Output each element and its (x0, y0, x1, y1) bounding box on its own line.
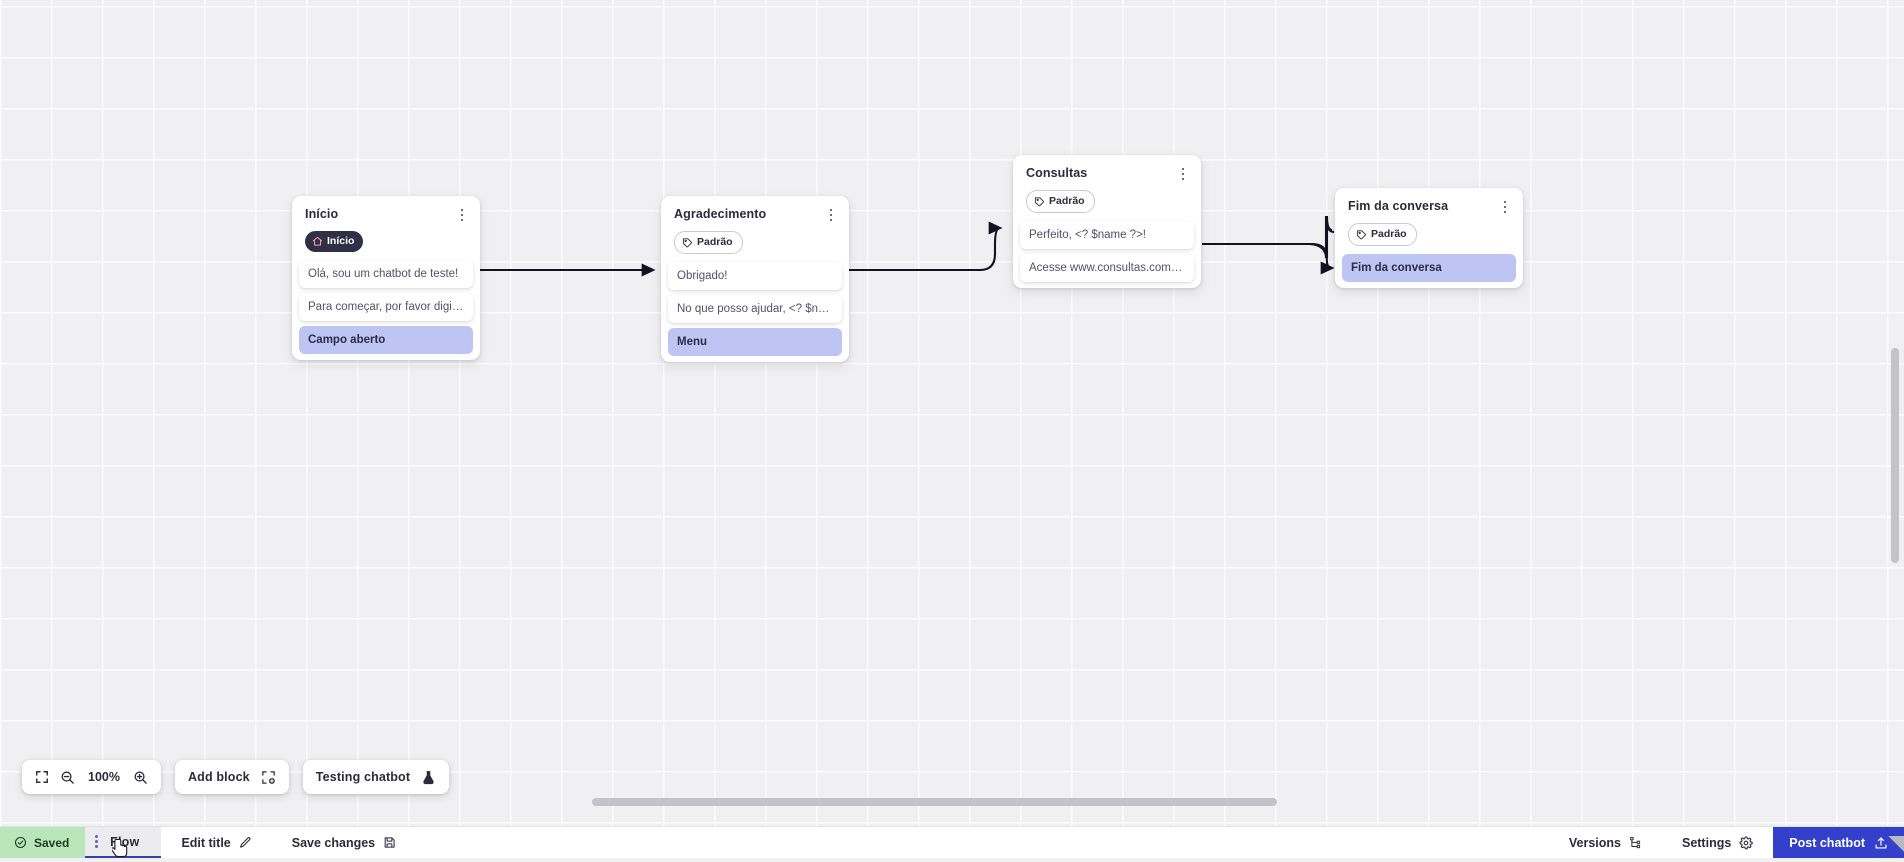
node-header: Início (292, 196, 480, 224)
node-row-message[interactable]: Obrigado! (668, 262, 842, 290)
vertical-scrollbar-thumb[interactable] (1891, 348, 1899, 563)
node-badge-row: Padrão (1335, 216, 1523, 254)
settings-button[interactable]: Settings (1662, 827, 1773, 858)
fit-screen-icon[interactable] (35, 770, 49, 784)
vertical-scrollbar[interactable] (1890, 0, 1902, 826)
add-block-icon[interactable] (261, 770, 276, 785)
node-header: Fim da conversa (1335, 188, 1523, 216)
node-title: Início (305, 207, 338, 222)
node-header: Consultas (1013, 155, 1201, 183)
node-rows: Obrigado! No que posso ajudar, <? $name … (661, 262, 849, 356)
status-badge-saved: Saved (0, 827, 85, 858)
home-icon (312, 236, 323, 247)
flow-node-fim-da-conversa[interactable]: Fim da conversa Padrão Fim da conversa (1335, 188, 1523, 288)
node-rows: Perfeito, <? $name ?>! Acesse www.consul… (1013, 221, 1201, 282)
canvas-toolbar: 100% Add block Testing chatbot (22, 760, 449, 794)
testing-chatbot-label: Testing chatbot (316, 770, 410, 784)
node-row-action[interactable]: Menu (668, 328, 842, 356)
flow-node-agradecimento[interactable]: Agradecimento Padrão Obrigado! No que po… (661, 196, 849, 362)
node-title: Consultas (1026, 166, 1087, 181)
edit-title-button[interactable]: Edit title (161, 827, 271, 858)
post-chatbot-label: Post chatbot (1789, 836, 1865, 850)
flow-canvas[interactable]: Início Início Olá, sou um chatbot de tes… (0, 0, 1904, 826)
testing-chatbot-button[interactable]: Testing chatbot (303, 760, 449, 794)
bottom-bar: Saved Flow Edit title Save changes Versi… (0, 826, 1904, 858)
node-badge-row: Início (292, 224, 480, 260)
node-badge-padrao[interactable]: Padrão (674, 231, 743, 254)
zoom-controls: 100% (22, 760, 161, 794)
floppy-disk-icon (383, 836, 396, 849)
versions-button[interactable]: Versions (1549, 827, 1662, 858)
node-menu-icon[interactable] (455, 206, 469, 224)
node-badge-label: Padrão (1049, 196, 1085, 207)
saved-label: Saved (34, 836, 69, 850)
node-header: Agradecimento (661, 196, 849, 224)
connector-consultas-fim-final (1200, 218, 1336, 260)
node-title: Fim da conversa (1348, 199, 1448, 214)
flow-node-consultas[interactable]: Consultas Padrão Perfeito, <? $name ?>! … (1013, 155, 1201, 288)
node-rows: Fim da conversa (1335, 254, 1523, 282)
tag-icon (1034, 196, 1045, 207)
zoom-level-label: 100% (86, 770, 122, 784)
tab-flow[interactable]: Flow (85, 827, 161, 858)
bottom-bar-spacer (416, 827, 1549, 858)
node-row-message[interactable]: No que posso ajudar, <? $name ... (668, 295, 842, 323)
node-row-message[interactable]: Acesse www.consultas.com par... (1020, 254, 1194, 282)
window-resize-handle[interactable] (1882, 836, 1904, 858)
drag-handle-icon[interactable] (93, 835, 100, 848)
connector-layer (0, 0, 1904, 826)
check-circle-icon (14, 836, 27, 849)
settings-label: Settings (1682, 836, 1731, 850)
connector-consultas-fim (1202, 216, 1332, 258)
node-badge-row: Padrão (661, 224, 849, 262)
zoom-out-icon[interactable] (60, 770, 75, 785)
node-badge-inicio[interactable]: Início (305, 231, 363, 252)
node-badge-padrao[interactable]: Padrão (1348, 223, 1417, 246)
tag-icon (682, 237, 693, 248)
node-row-message[interactable]: Perfeito, <? $name ?>! (1020, 221, 1194, 249)
connector-consultas-fim-curve (1202, 221, 1334, 262)
add-block-label: Add block (188, 770, 250, 784)
node-badge-row: Padrão (1013, 183, 1201, 221)
node-row-message[interactable]: Olá, sou um chatbot de teste! (299, 260, 473, 288)
node-title: Agradecimento (674, 207, 766, 222)
save-changes-button[interactable]: Save changes (272, 827, 416, 858)
node-badge-label: Padrão (1371, 229, 1407, 240)
node-rows: Olá, sou um chatbot de teste! Para começ… (292, 260, 480, 354)
node-row-action[interactable]: Fim da conversa (1342, 254, 1516, 282)
gear-icon (1739, 836, 1753, 850)
add-block-button[interactable]: Add block (175, 760, 289, 794)
tag-icon (1356, 229, 1367, 240)
node-row-action[interactable]: Campo aberto (299, 326, 473, 354)
connector-consultas-fim-tail (1202, 216, 1334, 258)
horizontal-scrollbar-thumb[interactable] (592, 798, 1277, 806)
flask-icon[interactable] (421, 770, 436, 785)
node-menu-icon[interactable] (824, 206, 838, 224)
branch-icon (1629, 836, 1642, 849)
flow-node-inicio[interactable]: Início Início Olá, sou um chatbot de tes… (292, 196, 480, 360)
connector-consultas-fim-arrow (1202, 244, 1332, 268)
horizontal-scrollbar[interactable] (0, 796, 1904, 808)
node-row-message[interactable]: Para começar, por favor digite o ... (299, 293, 473, 321)
edit-title-label: Edit title (181, 836, 230, 850)
tab-flow-label: Flow (110, 835, 139, 849)
node-badge-padrao[interactable]: Padrão (1026, 190, 1095, 213)
connector-agradecimento-consultas (847, 228, 1000, 270)
node-menu-icon[interactable] (1176, 165, 1190, 183)
versions-label: Versions (1569, 836, 1621, 850)
save-changes-label: Save changes (292, 836, 375, 850)
node-menu-icon[interactable] (1498, 198, 1512, 216)
post-chatbot-button[interactable]: Post chatbot (1773, 827, 1904, 858)
node-badge-label: Padrão (697, 237, 733, 248)
pencil-icon (239, 836, 252, 849)
node-badge-label: Início (327, 236, 354, 247)
zoom-in-icon[interactable] (133, 770, 148, 785)
